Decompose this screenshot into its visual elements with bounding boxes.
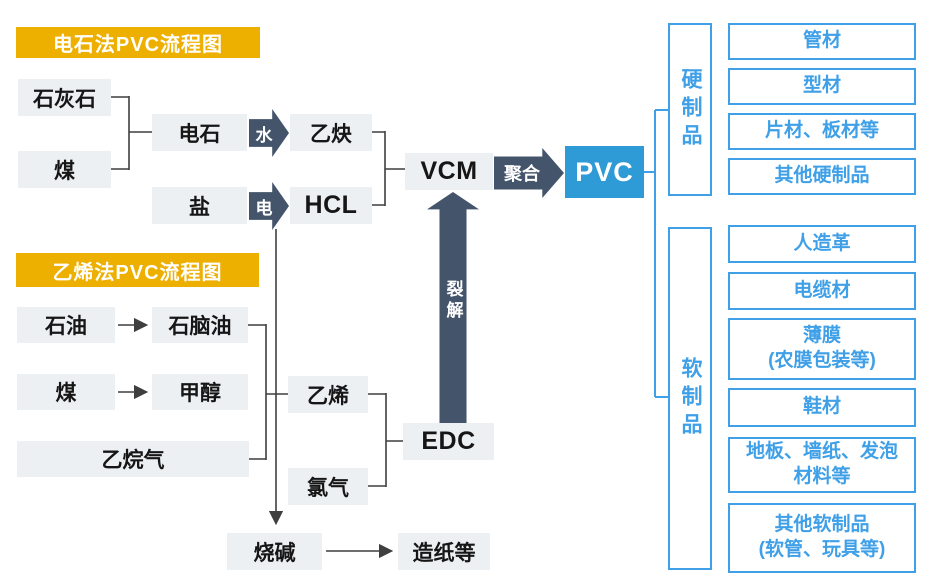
vcm-box: VCM xyxy=(405,153,493,190)
soft-item-flooring: 地板、墙纸、发泡 材料等 xyxy=(728,437,916,493)
carbide-label: 电石 xyxy=(178,122,221,146)
limestone-box: 石灰石 xyxy=(18,79,111,116)
soft-item-flooring-label: 地板、墙纸、发泡 材料等 xyxy=(745,441,898,487)
salt-label: 盐 xyxy=(189,195,210,219)
bracket-pvc-products xyxy=(643,109,668,398)
water-label: 水 xyxy=(255,125,273,145)
ethane-gas-label: 乙烷气 xyxy=(101,449,165,472)
ethylene-box: 乙烯 xyxy=(288,376,368,413)
ethylene-method-title-text: 乙烯法PVC流程图 xyxy=(52,261,223,284)
hcl-label: HCL xyxy=(304,191,358,219)
soft-item-leather: 人造革 xyxy=(728,225,916,263)
hard-item-pipes: 管材 xyxy=(728,23,916,60)
hard-item-sheets: 片材、板材等 xyxy=(728,113,916,150)
bracket-limestone-coal xyxy=(111,96,152,170)
carbide-box: 电石 xyxy=(152,114,247,151)
papermaking-box: 造纸等 xyxy=(398,533,490,570)
acetylene-box: 乙炔 xyxy=(290,114,372,151)
chlorine-box: 氯气 xyxy=(288,468,368,505)
hard-products-group-box: 硬制品 xyxy=(668,23,712,196)
ethylene-method-title: 乙烯法PVC流程图 xyxy=(16,253,259,287)
soft-item-film: 薄膜 (农膜包装等) xyxy=(728,318,916,380)
soft-item-leather-label: 人造革 xyxy=(793,232,851,254)
bracket-naphtha-ethane xyxy=(248,324,288,460)
pvc-label: PVC xyxy=(575,156,634,187)
soft-item-shoes: 鞋材 xyxy=(728,388,916,427)
papermaking-label: 造纸等 xyxy=(412,541,476,565)
naphtha-label: 石脑油 xyxy=(168,315,232,338)
water-arrow: 水 xyxy=(249,109,289,157)
carbide-method-title: 电石法PVC流程图 xyxy=(16,27,260,58)
chlorine-label: 氯气 xyxy=(307,476,349,500)
soft-item-other-label: 其他软制品 (软管、玩具等) xyxy=(758,514,886,560)
bracket-ethylene-chlorine xyxy=(368,393,403,487)
cracking-arrow: 裂解 xyxy=(427,192,479,423)
bracket-acetylene-hcl xyxy=(372,131,405,206)
hard-item-pipes-label: 管材 xyxy=(802,30,841,52)
edc-box: EDC xyxy=(403,423,494,460)
coal-box-ethylene: 煤 xyxy=(17,374,115,410)
limestone-label: 石灰石 xyxy=(33,87,96,111)
soft-products-group-box: 软制品 xyxy=(668,227,712,570)
soft-item-other: 其他软制品 (软管、玩具等) xyxy=(728,503,916,573)
hcl-box: HCL xyxy=(290,187,372,224)
electricity-arrow: 电 xyxy=(249,182,289,230)
naphtha-box: 石脑油 xyxy=(152,307,248,343)
soft-item-film-label: 薄膜 (农膜包装等) xyxy=(768,325,876,371)
ethane-gas-box: 乙烷气 xyxy=(17,441,249,477)
salt-box: 盐 xyxy=(152,187,247,224)
hard-item-profiles-label: 型材 xyxy=(802,75,841,97)
ethylene-label: 乙烯 xyxy=(307,384,349,408)
edc-label: EDC xyxy=(421,427,476,455)
acetylene-label: 乙炔 xyxy=(310,122,352,146)
vcm-label: VCM xyxy=(420,157,478,185)
caustic-soda-box: 烧碱 xyxy=(227,533,322,570)
hard-item-profiles: 型材 xyxy=(728,68,916,105)
carbide-method-title-text: 电石法PVC流程图 xyxy=(52,34,224,56)
soft-products-group-label: 软制品 xyxy=(679,356,702,441)
caustic-soda-label: 烧碱 xyxy=(253,541,296,565)
coal-label-carbide: 煤 xyxy=(54,159,75,183)
electricity-label: 电 xyxy=(255,198,273,218)
hard-item-other-label: 其他硬制品 xyxy=(774,165,870,187)
petroleum-box: 石油 xyxy=(17,307,115,343)
hard-item-sheets-label: 片材、板材等 xyxy=(764,120,879,142)
methanol-box: 甲醇 xyxy=(152,374,248,410)
polymerization-arrow: 聚合 xyxy=(494,148,564,198)
cracking-label: 裂解 xyxy=(443,280,463,322)
hard-item-other: 其他硬制品 xyxy=(728,158,916,195)
soft-item-shoes-label: 鞋材 xyxy=(802,396,841,418)
hard-products-group-label: 硬制品 xyxy=(679,67,702,152)
petroleum-label: 石油 xyxy=(45,315,87,338)
methanol-label: 甲醇 xyxy=(179,382,221,405)
coal-box-carbide: 煤 xyxy=(18,151,111,188)
polymerization-label: 聚合 xyxy=(504,164,540,184)
soft-item-cable-label: 电缆材 xyxy=(793,279,851,301)
soft-item-cable: 电缆材 xyxy=(728,272,916,310)
coal-label-ethylene: 煤 xyxy=(55,382,77,405)
pvc-box: PVC xyxy=(565,146,644,198)
